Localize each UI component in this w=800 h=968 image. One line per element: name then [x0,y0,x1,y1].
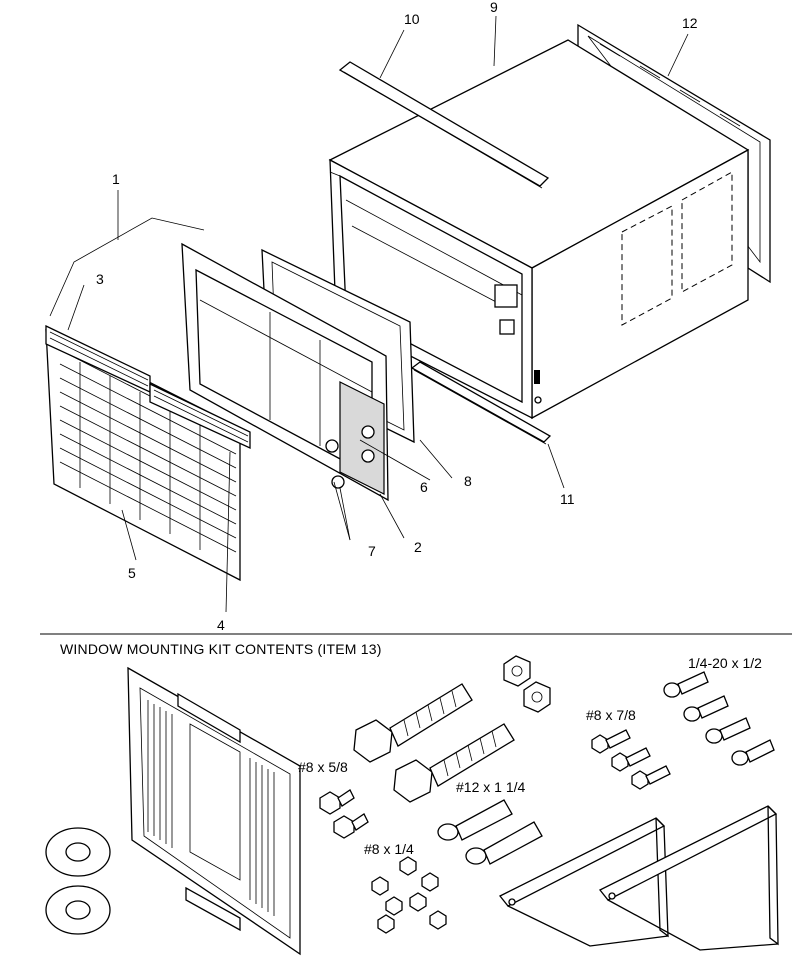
callout-4: 4 [217,617,225,633]
top-rail-part [338,61,550,189]
callout-3: 3 [96,271,104,287]
label-screw-8x58: #8 x 5/8 [298,759,348,775]
label-screw-12x114: #12 x 1 1/4 [456,779,525,795]
screws-12x114 [437,799,543,865]
support-brackets [498,805,779,951]
assembly-bracket-line [49,217,205,317]
side-louver-part [149,382,251,450]
callout-5: 5 [128,565,136,581]
screws-8x78 [591,729,671,790]
callout-11: 11 [560,491,575,507]
callout-2: 2 [414,539,422,555]
kit-title: WINDOW MOUNTING KIT CONTENTS (ITEM 13) [60,641,382,657]
callout-8: 8 [464,473,472,489]
label-screw-8x14: #8 x 1/4 [364,841,414,857]
callout-6: 6 [420,479,428,495]
callout-7: 7 [368,543,376,559]
label-screw-8x78: #8 x 7/8 [586,707,636,723]
hex-nuts [503,655,551,713]
front-frame-part [181,242,389,502]
callout-9: 9 [490,0,498,15]
screws-8x58 [319,789,369,839]
large-hex-bolts [353,683,515,803]
callout-12: 12 [682,15,698,31]
callout-1: 1 [112,171,120,187]
screws-8x14 [371,856,447,934]
label-screw-1420x12: 1/4-20 x 1/2 [688,655,762,671]
screws-1420x12 [663,671,775,766]
callout-10: 10 [404,11,420,27]
foam-seal-rings [45,827,111,935]
leader-lines [67,15,689,613]
side-curtain-panel [127,666,301,956]
cabinet-part [328,39,750,420]
bottom-rail-part [410,361,552,445]
front-grille-part [45,328,241,582]
